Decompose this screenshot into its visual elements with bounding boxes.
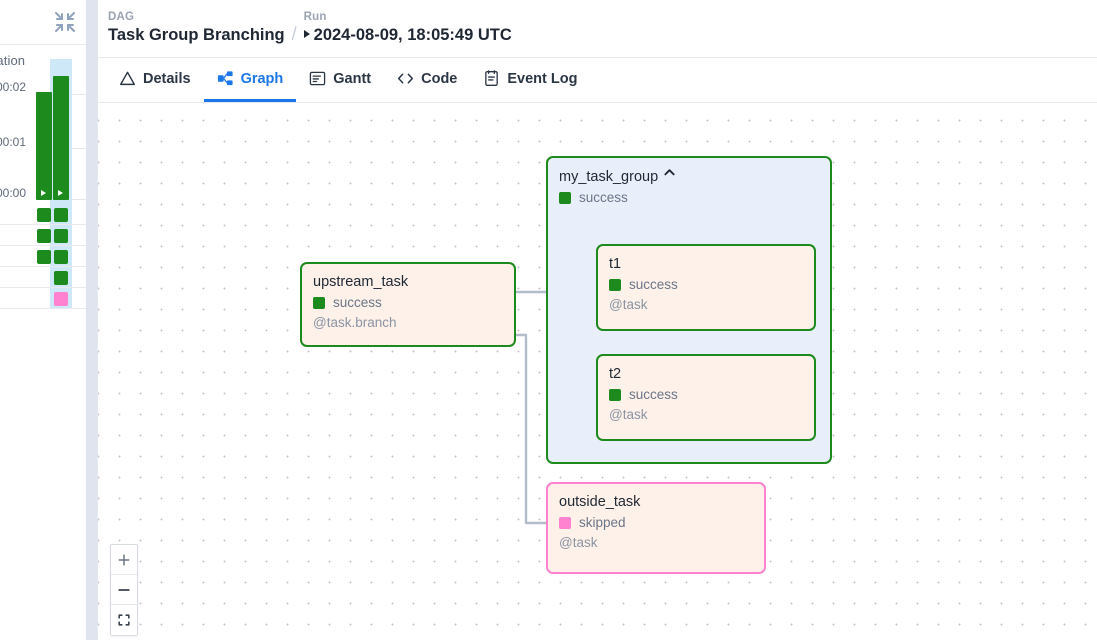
tab-event-log[interactable]: Event Log: [470, 58, 590, 102]
breadcrumb: DAG Task Group Branching / Run 2024-08-0…: [108, 10, 512, 46]
task-node-status: success: [313, 294, 503, 312]
dag-run-bar[interactable]: [36, 92, 52, 200]
y-axis-tick-1: 00:01: [0, 135, 27, 149]
tab-event-log-label: Event Log: [507, 70, 578, 87]
run-play-icon: [58, 190, 63, 196]
tab-graph[interactable]: Graph: [203, 58, 297, 102]
task-node-operator: @task: [609, 407, 648, 422]
task-instance-square[interactable]: [54, 250, 68, 264]
task-node-upstream_task[interactable]: upstream_task success @task.branch: [300, 262, 516, 347]
status-color-square: [313, 297, 325, 309]
grid-row[interactable]: [0, 267, 86, 288]
status-color-square: [609, 389, 621, 401]
breadcrumb-separator: /: [291, 24, 297, 44]
tab-bar: Details Graph: [98, 58, 1097, 103]
run-play-icon: [41, 190, 46, 196]
gantt-chart-icon: [309, 70, 326, 87]
task-group-status-label: success: [579, 190, 628, 205]
task-node-title: upstream_task: [313, 274, 409, 290]
tab-details[interactable]: Details: [106, 58, 204, 102]
task-node-operator: @task: [559, 535, 598, 550]
task-node-operator: @task.branch: [313, 315, 397, 330]
task-group-status: success: [559, 189, 819, 207]
duration-bar-chart: [0, 0, 86, 200]
task-node-title: outside_task: [559, 494, 641, 510]
page-header: DAG Task Group Branching / Run 2024-08-0…: [98, 0, 1097, 58]
tab-graph-label: Graph: [240, 70, 284, 87]
status-color-square: [609, 279, 621, 291]
run-state-triangle-icon: [303, 30, 310, 38]
task-node-title: t1: [609, 256, 622, 272]
chevron-up-icon[interactable]: [663, 166, 676, 184]
breadcrumb-run-value[interactable]: 2024-08-09, 18:05:49 UTC: [303, 24, 512, 46]
breadcrumb-dag-kicker: DAG: [108, 11, 135, 23]
code-brackets-icon: [397, 70, 414, 87]
task-instance-square[interactable]: [54, 292, 68, 306]
grid-row[interactable]: [0, 225, 86, 246]
task-node-operator: @task: [609, 297, 648, 312]
task-node-status-label: success: [629, 387, 678, 402]
task-instance-square[interactable]: [54, 208, 68, 222]
task-instance-square[interactable]: [37, 208, 51, 222]
grid-row[interactable]: [0, 204, 86, 225]
graph-nodes-icon: [217, 70, 234, 87]
task-node-status: skipped: [559, 514, 753, 532]
zoom-controls: [110, 544, 138, 636]
collapse-arrows-icon[interactable]: [54, 11, 76, 33]
task-node-status: success: [609, 276, 803, 294]
tab-gantt[interactable]: Gantt: [296, 58, 384, 102]
grid-panel-toolbar: [0, 0, 86, 45]
task-node-title: t2: [609, 366, 622, 382]
grid-view-panel: ration 00:02 00:01 00:00: [0, 0, 86, 640]
status-color-square: [559, 517, 571, 529]
tab-code[interactable]: Code: [384, 58, 470, 102]
zoom-out-button[interactable]: [111, 575, 137, 605]
zoom-in-button[interactable]: [111, 545, 137, 575]
y-axis-tick-2: 00:00: [0, 186, 27, 200]
task-node-outside_task[interactable]: outside_task skipped @task: [546, 482, 766, 574]
grid-row[interactable]: [0, 288, 86, 309]
tab-details-label: Details: [143, 70, 191, 87]
breadcrumb-run-name: 2024-08-09, 18:05:49 UTC: [313, 26, 512, 44]
task-instance-square[interactable]: [37, 250, 51, 264]
tab-code-label: Code: [421, 70, 458, 87]
dag-run-main-panel: DAG Task Group Branching / Run 2024-08-0…: [97, 0, 1097, 640]
graph-canvas[interactable]: my_task_group success t1 success @task t…: [98, 104, 1097, 640]
task-node-status: success: [609, 386, 803, 404]
grid-row[interactable]: [0, 246, 86, 267]
duration-axis-label: ration: [0, 53, 26, 68]
panel-resize-handle[interactable]: [86, 0, 97, 640]
tab-gantt-label: Gantt: [333, 70, 372, 87]
event-log-icon: [483, 70, 500, 87]
breadcrumb-dag[interactable]: DAG Task Group Branching: [108, 10, 285, 46]
task-instance-square[interactable]: [37, 229, 51, 243]
warning-triangle-icon: [119, 70, 136, 87]
y-axis-tick-0: 00:02: [0, 80, 27, 94]
fit-view-button[interactable]: [111, 605, 137, 635]
task-group-title: my_task_group: [559, 166, 819, 186]
status-color-square: [559, 192, 571, 204]
task-node-t1[interactable]: t1 success @task: [596, 244, 816, 331]
task-node-status-label: success: [629, 277, 678, 292]
breadcrumb-run-kicker: Run: [303, 11, 327, 23]
task-node-status-label: success: [333, 295, 382, 310]
dag-run-bar-selected[interactable]: [53, 76, 69, 200]
breadcrumb-dag-name[interactable]: Task Group Branching: [108, 26, 285, 44]
task-instance-square[interactable]: [54, 229, 68, 243]
breadcrumb-run[interactable]: Run 2024-08-09, 18:05:49 UTC: [303, 10, 512, 46]
task-instance-square[interactable]: [54, 271, 68, 285]
task-node-status-label: skipped: [579, 515, 626, 530]
task-node-t2[interactable]: t2 success @task: [596, 354, 816, 441]
